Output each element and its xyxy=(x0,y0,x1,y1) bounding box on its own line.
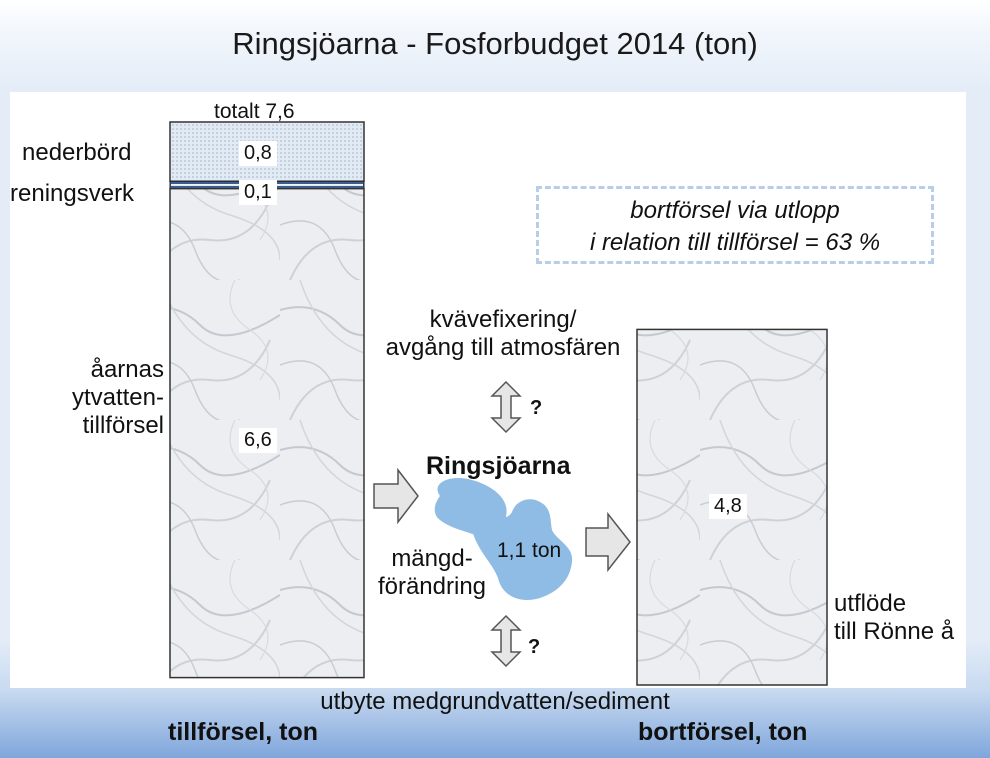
value-ytvatten: 6,6 xyxy=(239,428,277,453)
inflow-arrow xyxy=(373,467,419,525)
ground-exchange-label: utbyte medgrundvatten/sediment xyxy=(320,688,670,715)
atmosphere-exchange-arrow xyxy=(490,380,522,434)
ratio-note-line-2: i relation till tillförsel = 63 % xyxy=(589,229,881,256)
lake-east-lobe xyxy=(514,507,549,531)
atmosphere-flux-unknown: ? xyxy=(530,397,543,419)
outflow-label-line-1: utflöde xyxy=(834,590,907,617)
change-label-line-2: förändring xyxy=(377,573,487,600)
change-label: mängd- förändring xyxy=(362,545,502,601)
value-utflode: 4,8 xyxy=(709,494,747,519)
label-nederbord: nederbörd xyxy=(22,139,132,166)
atmosphere-label-line-2: avgång till atmosfären xyxy=(385,334,621,361)
label-ytvatten: åarnas ytvatten- tillförsel xyxy=(24,356,164,440)
ratio-note-box: bortförsel via utlopp i relation till ti… xyxy=(536,186,934,264)
lake-name: Ringsjöarna xyxy=(426,452,571,480)
atmosphere-label-line-1: kvävefixering/ xyxy=(429,306,577,333)
atmosphere-label: kvävefixering/ avgång till atmosfären xyxy=(372,306,634,362)
ground-exchange-arrow xyxy=(490,614,522,668)
value-reningsverk: 0,1 xyxy=(239,180,277,205)
label-ytvatten-line-1: åarnas xyxy=(90,356,164,383)
change-label-line-1: mängd- xyxy=(391,545,473,572)
label-ytvatten-line-3: tillförsel xyxy=(82,412,164,439)
input-total-label: totalt 7,6 xyxy=(214,100,295,123)
outflow-label-line-2: till Rönne å xyxy=(834,618,955,645)
lake-north-basin xyxy=(434,477,508,538)
label-reningsverk: reningsverk xyxy=(10,180,135,207)
output-axis-label: bortförsel, ton xyxy=(638,718,808,746)
slide-title: Ringsjöarna - Fosforbudget 2014 (ton) xyxy=(232,26,758,61)
ground-flux-unknown: ? xyxy=(528,636,541,658)
ratio-note-line-1: bortförsel via utlopp xyxy=(630,197,840,224)
lake-shape xyxy=(434,477,573,600)
label-ytvatten-line-2: ytvatten- xyxy=(71,384,164,411)
outflow-arrow xyxy=(585,511,631,573)
outflow-label: utflöde till Rönne å xyxy=(834,590,990,646)
input-axis-label: tillförsel, ton xyxy=(168,718,318,746)
value-nederbord: 0,8 xyxy=(239,141,277,166)
input-bar xyxy=(169,121,365,679)
change-value: 1,1 ton xyxy=(497,539,562,562)
